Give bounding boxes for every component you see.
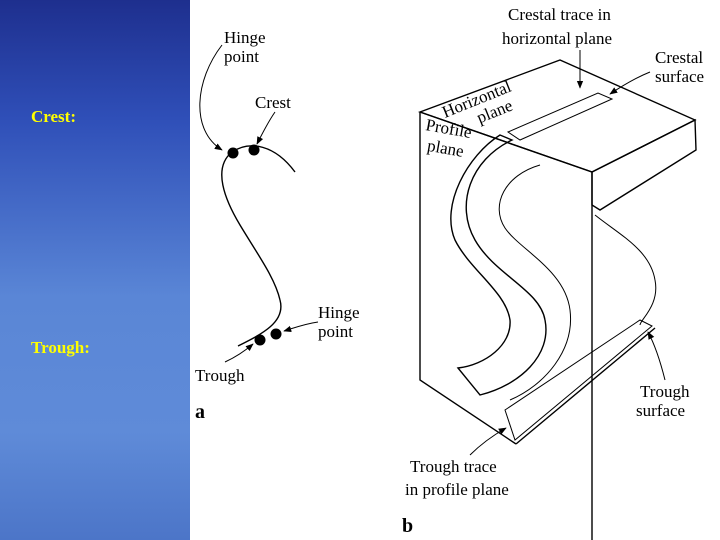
crestal-trace-label: Crestal trace in horizontal plane — [502, 5, 615, 48]
panel-letter-b: b — [402, 515, 413, 537]
figure-a: Hinge point Crest Hinge point Trough a — [195, 28, 364, 423]
trough-surface-label: Trough surface — [636, 382, 694, 420]
arrow-hinge-bottom — [283, 321, 319, 332]
crestal-surface — [506, 92, 614, 141]
arrow-hinge-top — [199, 44, 223, 151]
fold-profile-curve — [221, 145, 296, 347]
arrow-crest — [256, 111, 276, 145]
crestal-surface-label: Crestal surface — [655, 48, 707, 86]
hinge-point-dot-bottom — [270, 328, 282, 340]
panel-letter-a: a — [195, 401, 205, 423]
left-panel: Crest: Trough: — [0, 0, 190, 540]
arrow-trough — [224, 343, 254, 363]
profile-bottom-edge — [515, 327, 656, 445]
figure-b: Crestal trace in horizontal plane Cresta… — [402, 5, 707, 540]
hinge-point-bottom-label: Hinge point — [318, 303, 364, 341]
fold-back-edge — [594, 214, 657, 326]
trough-label: Trough: — [31, 338, 90, 357]
block-right-face — [591, 118, 697, 211]
hinge-point-dot-top — [227, 147, 239, 159]
arrow-trough-trace — [469, 427, 507, 456]
fold-layer-inner — [498, 164, 572, 401]
hinge-point-top-label: Hinge point — [224, 28, 270, 66]
trough-label-a: Trough — [195, 366, 245, 385]
trough-point-dot — [254, 334, 266, 346]
crest-label-a: Crest — [255, 93, 291, 112]
profile-plane-label: Profile plane — [421, 115, 478, 162]
trough-trace-label: Trough trace in profile plane — [405, 457, 509, 499]
fold-diagram: Hinge point Crest Hinge point Trough a — [195, 5, 707, 540]
arrow-trough-surface — [647, 331, 666, 381]
crest-label: Crest: — [31, 107, 76, 126]
arrow-crestal-surface — [609, 71, 651, 95]
crest-point-dot — [248, 144, 260, 156]
trough-surface — [504, 319, 653, 441]
fold-layer-outer — [450, 134, 547, 396]
